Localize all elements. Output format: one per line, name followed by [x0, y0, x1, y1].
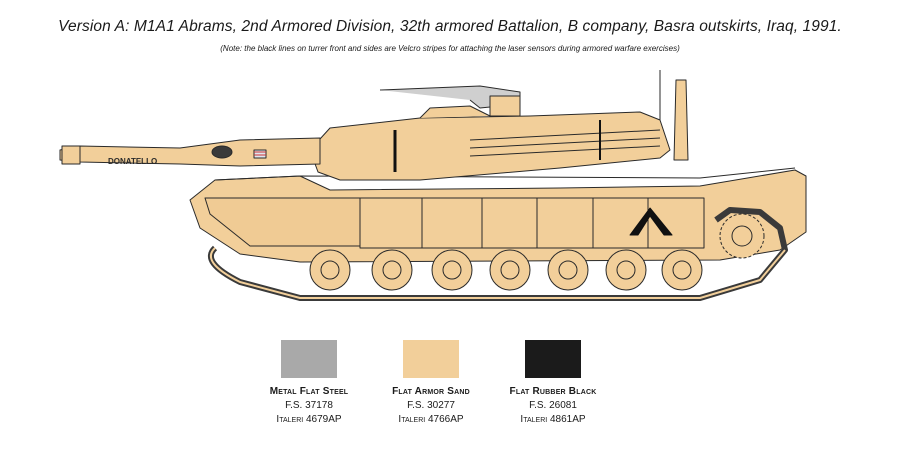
paint-name: Flat Armor Sand	[392, 386, 470, 397]
swatch-flat-armor-sand	[403, 340, 459, 378]
chevron-marking	[629, 207, 673, 236]
tank-illustration: DONATELLO	[59, 70, 807, 301]
gun-name: DONATELLO	[108, 157, 157, 166]
side-skirt	[204, 197, 361, 247]
paint-fs: F.S. 30277	[407, 400, 455, 411]
paint-name: Flat Rubber Black	[509, 386, 597, 397]
paint-name: Metal Flat Steel	[269, 386, 349, 397]
road-wheels	[309, 249, 703, 291]
paint-fs: F.S. 26081	[529, 400, 577, 411]
paint-code: Italeri 4861AP	[520, 414, 586, 425]
turret	[309, 111, 671, 181]
gun-barrel	[59, 137, 321, 167]
velcro-note: (Note: the black lines on turrer front a…	[220, 44, 680, 53]
paint-label-2: Flat Armor Sand F.S. 30277 Italeri 4766A…	[361, 385, 501, 427]
swatch-flat-rubber-black	[525, 340, 581, 378]
paint-label-1: Metal Flat Steel F.S. 37178 Italeri 4679…	[239, 385, 379, 427]
paint-code: Italeri 4679AP	[276, 414, 342, 425]
page-title: Version A: M1A1 Abrams, 2nd Armored Divi…	[58, 18, 842, 35]
paint-code: Italeri 4766AP	[398, 414, 464, 425]
paint-label-3: Flat Rubber Black F.S. 26081 Italeri 486…	[483, 385, 623, 427]
paint-fs: F.S. 37178	[285, 400, 333, 411]
swatch-metal-flat-steel	[281, 340, 337, 378]
